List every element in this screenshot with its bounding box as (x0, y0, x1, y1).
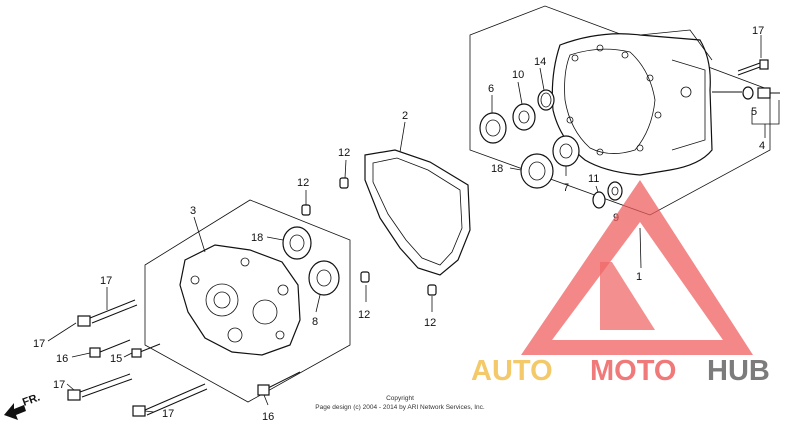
seal-9[interactable] (607, 181, 623, 201)
direction-label: FR. (21, 391, 42, 408)
watermark-moto: MOTO (590, 355, 676, 387)
bolt-17-a[interactable] (77, 299, 138, 327)
callout-14[interactable]: 15 (110, 353, 122, 365)
copyright-title: Copyright (386, 395, 414, 402)
washer-5[interactable] (742, 86, 754, 100)
callout-16-b[interactable]: 16 (262, 411, 274, 423)
callout-17-d[interactable]: 17 (162, 408, 174, 420)
bearing-18-right[interactable] (520, 153, 554, 189)
callout-7[interactable]: 7 (563, 182, 569, 194)
callout-2[interactable]: 2 (402, 110, 408, 122)
callout-18-left[interactable]: 18 (251, 232, 263, 244)
dowel-pin-12-a[interactable] (339, 177, 349, 189)
sensor-4[interactable] (757, 87, 780, 99)
watermark-triangle-logo (521, 180, 753, 355)
callout-12-a[interactable]: 12 (338, 147, 350, 159)
watermark-auto: AUTO (471, 355, 553, 387)
circlip-13[interactable] (537, 89, 555, 111)
callout-5[interactable]: 5 (751, 106, 757, 118)
callout-17-a[interactable]: 17 (100, 275, 112, 287)
callout-6[interactable]: 6 (488, 83, 494, 95)
callout-17-b[interactable]: 17 (33, 338, 45, 350)
transmission-case-group-outline (469, 5, 771, 216)
callout-13[interactable]: 14 (534, 56, 546, 68)
seal-11[interactable] (592, 191, 606, 209)
callout-11[interactable]: 11 (588, 173, 599, 185)
cover-group-outline (144, 199, 351, 403)
callout-15[interactable]: 17 (752, 25, 764, 37)
callout-1[interactable]: 1 (636, 271, 642, 283)
bearing-10[interactable] (512, 103, 536, 131)
bolt-16-b[interactable] (257, 371, 301, 396)
watermark-hub: HUB (707, 355, 770, 387)
automotohub-watermark: AUTO MOTO HUB (471, 180, 770, 387)
leader-lines (47, 35, 762, 413)
bolt-15[interactable] (737, 59, 769, 76)
bearing-6[interactable] (479, 112, 507, 144)
callout-12-c[interactable]: 12 (358, 309, 370, 321)
bearing-8[interactable] (308, 260, 340, 296)
bolt-16-a[interactable] (89, 339, 131, 358)
callout-12-b[interactable]: 12 (297, 177, 309, 189)
bearing-7[interactable] (552, 135, 580, 167)
callout-10[interactable]: 10 (512, 69, 524, 81)
transmission-cover[interactable] (179, 244, 301, 356)
dowel-pin-12-c[interactable] (360, 271, 370, 283)
callout-4[interactable]: 4 (759, 140, 765, 152)
transmission-case[interactable] (551, 29, 713, 176)
bearing-18-left[interactable] (282, 226, 312, 260)
copyright-text: Page design (c) 2004 - 2014 by ARI Netwo… (315, 404, 485, 411)
callout-18-right[interactable]: 18 (491, 163, 503, 175)
dowel-pin-12-d[interactable] (427, 284, 437, 296)
callout-17-c[interactable]: 17 (53, 379, 65, 391)
bolt-17-b[interactable] (67, 373, 133, 401)
gasket-2[interactable] (364, 149, 471, 276)
front-direction-indicator: FR. (4, 391, 42, 420)
arrow-left-icon (4, 403, 26, 420)
dowel-pin-12-b[interactable] (301, 204, 311, 216)
callout-12-d[interactable]: 12 (424, 317, 436, 329)
callout-16-a[interactable]: 16 (56, 353, 68, 365)
callout-8[interactable]: 8 (312, 316, 318, 328)
callout-3[interactable]: 3 (190, 205, 196, 217)
